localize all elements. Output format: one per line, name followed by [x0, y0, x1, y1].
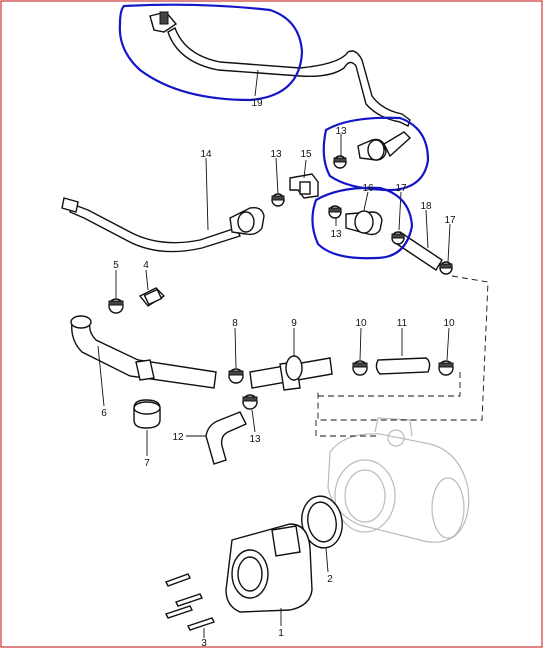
clamp-part-5	[108, 298, 124, 314]
callout-labels: 19 13 16 17 18 17 14 13 15 13 5 4 6 7 8 …	[101, 98, 456, 649]
callout-2: 2	[327, 574, 333, 585]
clamp-bottom-13	[242, 394, 258, 410]
clamp-part-8	[228, 368, 244, 384]
routing-dashed-lines	[315, 275, 489, 437]
highlight-marks	[118, 3, 430, 260]
leader-lines	[97, 69, 451, 638]
clamp-mid-13	[271, 193, 285, 207]
callout-7: 7	[144, 458, 150, 469]
hose-part-6	[70, 315, 217, 389]
bolts-part-3	[165, 573, 215, 631]
callout-1: 1	[278, 628, 284, 639]
tee-fitting-part-9	[249, 355, 333, 391]
callout-14: 14	[200, 149, 212, 160]
gasket-part-2	[301, 495, 343, 549]
throttle-body-part-1	[225, 523, 313, 613]
hose-part-14	[61, 197, 265, 253]
callout-19: 19	[251, 98, 263, 109]
callout-10-right: 10	[443, 318, 455, 329]
highlight-circle-valve-lower	[311, 186, 414, 260]
clamp-upper-13	[333, 155, 347, 169]
callout-8: 8	[232, 318, 238, 329]
callout-16: 16	[362, 183, 374, 194]
clamp-left-part-10	[352, 360, 368, 376]
callout-15: 15	[300, 149, 312, 160]
elbow-hose-part-12	[205, 411, 247, 465]
highlight-circle-hose-19	[118, 3, 304, 102]
callout-4: 4	[143, 260, 149, 271]
clamp-right-part-10	[438, 360, 454, 376]
callout-13-upper: 13	[335, 126, 347, 137]
clamp-right-17	[439, 261, 453, 275]
callout-11: 11	[397, 318, 408, 329]
callout-13-lower: 13	[330, 229, 342, 240]
callout-18: 18	[420, 201, 432, 212]
intake-housing-outline	[327, 417, 470, 543]
callout-5: 5	[113, 260, 119, 271]
highlight-circle-valve-upper	[322, 116, 430, 192]
callout-3: 3	[201, 638, 207, 649]
callout-13-mid: 13	[270, 149, 282, 160]
callout-17-right: 17	[444, 215, 456, 226]
callout-9: 9	[291, 318, 297, 329]
clamp-lower-17	[391, 231, 405, 245]
bracket-part-15	[289, 173, 319, 199]
callout-10-left: 10	[355, 318, 367, 329]
connector-part-4	[138, 287, 166, 307]
callout-12: 12	[172, 432, 184, 443]
check-valve-upper	[357, 131, 412, 161]
grommet-part-7	[133, 399, 161, 429]
callout-6: 6	[101, 408, 107, 419]
hose-part-19	[149, 11, 411, 127]
clamp-lower-13	[328, 205, 342, 219]
callout-13-bottom: 13	[249, 434, 261, 445]
callout-17-lower: 17	[395, 183, 407, 194]
hose-part-11	[375, 357, 431, 375]
check-valve-lower-part-16	[345, 210, 383, 236]
